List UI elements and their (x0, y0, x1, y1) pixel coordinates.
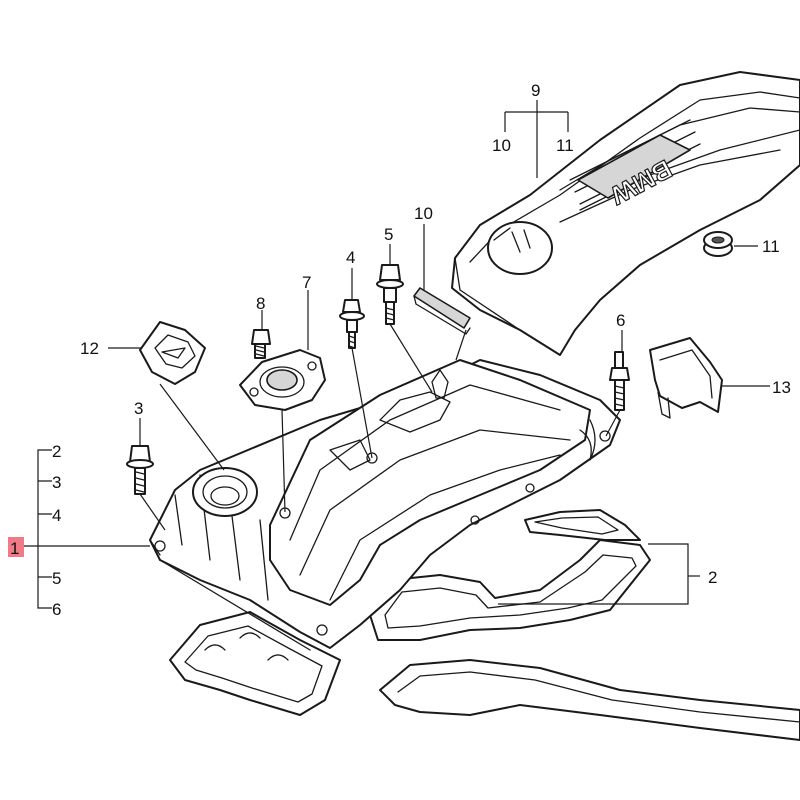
label-4-left: 4 (52, 506, 61, 525)
label-4: 4 (346, 248, 355, 267)
filler-cap (139, 321, 206, 385)
stud-6 (609, 351, 630, 411)
valve-cover (149, 359, 621, 651)
gasket-frame-2 (369, 509, 651, 641)
leader-lines (22, 100, 770, 609)
callout-labels: 1 2 3 4 5 6 2 3 4 5 6 7 8 9 10 11 10 11 … (8, 81, 791, 619)
label-12: 12 (80, 339, 99, 358)
label-2-left: 2 (52, 442, 61, 461)
rubber-strip-10 (413, 287, 471, 335)
label-3-left: 3 (52, 473, 61, 492)
engine-cover: BMW (451, 71, 800, 356)
label-11-top: 11 (556, 136, 574, 155)
label-9: 9 (531, 81, 540, 100)
bolt-3 (126, 445, 154, 495)
gasket-lower-left (169, 611, 341, 716)
label-6-left: 6 (52, 600, 61, 619)
label-5-left: 5 (52, 569, 61, 588)
label-11: 11 (762, 237, 780, 256)
highlight-box (8, 537, 24, 557)
gasket-lower-right (379, 659, 800, 741)
label-6: 6 (616, 311, 625, 330)
filler-neck (239, 349, 326, 411)
bolt-8 (251, 329, 271, 359)
grommet-11 (703, 231, 733, 257)
label-10-top: 10 (492, 136, 511, 155)
stud-5 (376, 264, 404, 325)
label-5: 5 (384, 225, 393, 244)
label-3: 3 (134, 399, 143, 418)
bracket-13 (649, 337, 723, 419)
label-8: 8 (256, 294, 265, 313)
label-13: 13 (772, 378, 791, 397)
label-10: 10 (414, 204, 433, 223)
stud-4 (339, 299, 365, 349)
label-2-right: 2 (708, 568, 717, 587)
label-1: 1 (10, 539, 19, 558)
label-7: 7 (302, 273, 311, 292)
